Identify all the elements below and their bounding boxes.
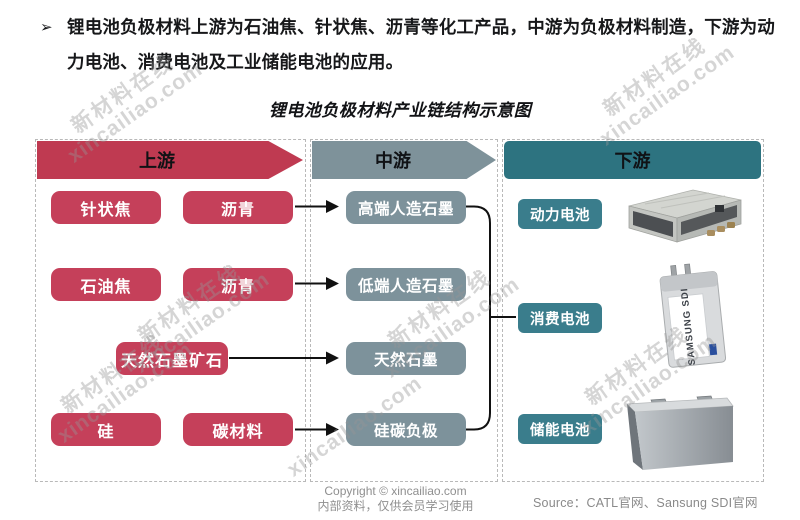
diagram-title: 锂电池负极材料产业链结构示意图 xyxy=(268,101,532,120)
downstream-box-power-battery: 动力电池 xyxy=(518,199,602,229)
downstream-column: 下游 动力电池 消费电池 储能电池 SAMSUN xyxy=(502,139,764,482)
storage-battery-image xyxy=(626,395,734,470)
midstream-header-arrow: 中游 xyxy=(312,141,496,179)
upstream-box-natural-graphite-ore: 天然石墨矿石 xyxy=(116,342,228,375)
intro-text: 锂电池负极材料上游为石油焦、针状焦、沥青等化工产品，中游为负极材料制造，下游为动… xyxy=(67,17,775,72)
downstream-box-consumer-battery: 消费电池 xyxy=(518,303,602,333)
upstream-box-silicon: 硅 xyxy=(51,413,161,446)
downstream-box-storage-battery: 储能电池 xyxy=(518,414,602,444)
midstream-box-natural-graphite: 天然石墨 xyxy=(346,342,466,375)
midstream-box-high-end-artificial-graphite: 高端人造石墨 xyxy=(346,191,466,224)
upstream-box-petroleum-coke: 石油焦 xyxy=(51,268,161,301)
downstream-header-bar: 下游 xyxy=(504,141,761,179)
midstream-column: 中游 高端人造石墨 低端人造石墨 天然石墨 硅碳负极 xyxy=(310,139,498,482)
copyright-line2: 内部资料，仅供会员学习使用 xyxy=(317,499,474,513)
upstream-box-carbon-material: 碳材料 xyxy=(183,413,293,446)
source-attribution: Source：CATL官网、Sansung SDI官网 xyxy=(533,496,758,510)
upstream-column: 上游 针状焦 沥青 石油焦 沥青 天然石墨矿石 硅 碳材料 xyxy=(35,139,306,482)
copyright-notice: Copyright © xincailiao.com 内部资料，仅供会员学习使用 xyxy=(253,484,538,514)
upstream-header-arrow: 上游 xyxy=(37,141,303,179)
upstream-box-pitch-1: 沥青 xyxy=(183,191,293,224)
arrow-bullet-icon: ➢ xyxy=(40,19,53,36)
intro-paragraph: ➢ 锂电池负极材料上游为石油焦、针状焦、沥青等化工产品，中游为负极材料制造，下游… xyxy=(40,10,775,80)
midstream-box-silicon-carbon-anode: 硅碳负极 xyxy=(346,413,466,446)
upstream-box-needle-coke: 针状焦 xyxy=(51,191,161,224)
consumer-battery-image: SAMSUNG SDI xyxy=(659,263,727,368)
copyright-line1: Copyright © xincailiao.com xyxy=(324,484,467,498)
power-battery-image xyxy=(628,189,742,243)
upstream-box-pitch-2: 沥青 xyxy=(183,268,293,301)
midstream-box-low-end-artificial-graphite: 低端人造石墨 xyxy=(346,268,466,301)
